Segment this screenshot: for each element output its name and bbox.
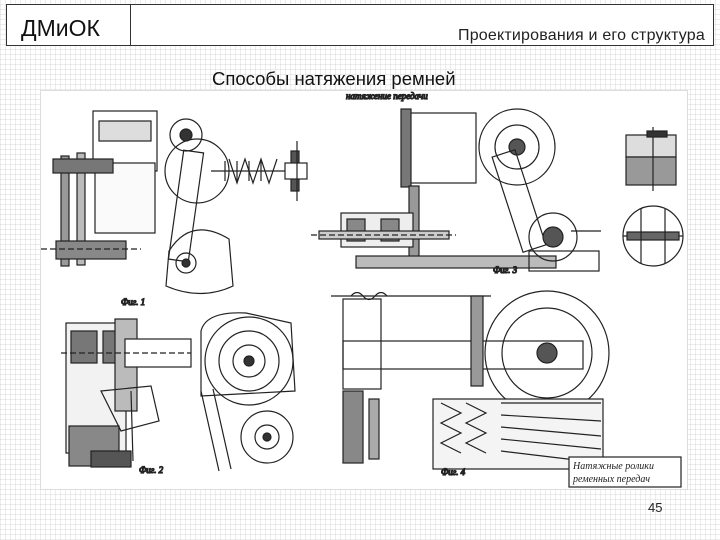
brand-title: ДМиОК — [21, 15, 100, 41]
fig4-label: Фиг. 4 — [441, 467, 466, 477]
brand-box: ДМиОК — [6, 4, 131, 46]
belt-tensioner-drawing: натяжение передачи — [41, 91, 684, 488]
page-number: 45 — [648, 500, 663, 515]
fig3-label: Фиг. 3 — [493, 265, 518, 275]
slide-title: Способы натяжения ремней — [212, 68, 456, 89]
fig4-assembly: Фиг. 4 — [331, 290, 682, 488]
drawing-caption-line1: Натяжные ролики — [572, 461, 654, 472]
drawing-top-caption: натяжение передачи — [346, 91, 428, 101]
fig1-assembly: Фиг. 1 — [41, 110, 308, 308]
section-subtitle: Проектирования и его структура — [458, 27, 705, 44]
fig3-assembly: Фиг. 3 — [311, 108, 684, 276]
drawing-caption-line2: ременных передач — [572, 474, 650, 485]
subtitle-box: Проектирования и его структура — [131, 4, 714, 46]
slide-header: ДМиОК Проектирования и его структура — [0, 0, 720, 48]
fig1-label: Фиг. 1 — [121, 297, 145, 307]
fig2-assembly: Фиг. 2 — [61, 312, 296, 476]
technical-drawing: натяжение передачи — [40, 90, 688, 490]
fig2-label: Фиг. 2 — [139, 465, 164, 475]
